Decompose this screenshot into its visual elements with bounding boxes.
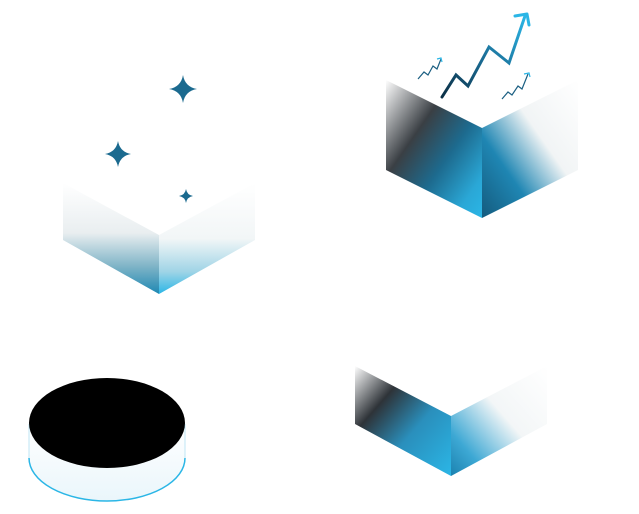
trend-up-arrow-icon xyxy=(417,57,443,80)
sparkle-block xyxy=(63,75,255,294)
sparkle-block-right-face xyxy=(159,183,255,294)
disc xyxy=(28,378,186,502)
sparkle-icon xyxy=(105,141,131,167)
growth-block-left-face xyxy=(386,80,482,218)
trend-up-arrow-icon xyxy=(440,12,531,99)
trend-up-arrow-icon xyxy=(501,72,531,100)
growth-block-right-face xyxy=(482,80,578,218)
growth-block xyxy=(386,12,578,218)
falling-lines-block xyxy=(355,298,547,476)
disc-top xyxy=(29,378,185,468)
disc-bottom-edge xyxy=(28,457,186,502)
sparkle-icon xyxy=(169,75,197,103)
falling-lines-block-left-face xyxy=(355,366,451,476)
falling-lines-block-right-face xyxy=(451,366,547,476)
sparkle-block-left-face xyxy=(63,183,159,294)
sparkle-icon xyxy=(179,189,193,203)
